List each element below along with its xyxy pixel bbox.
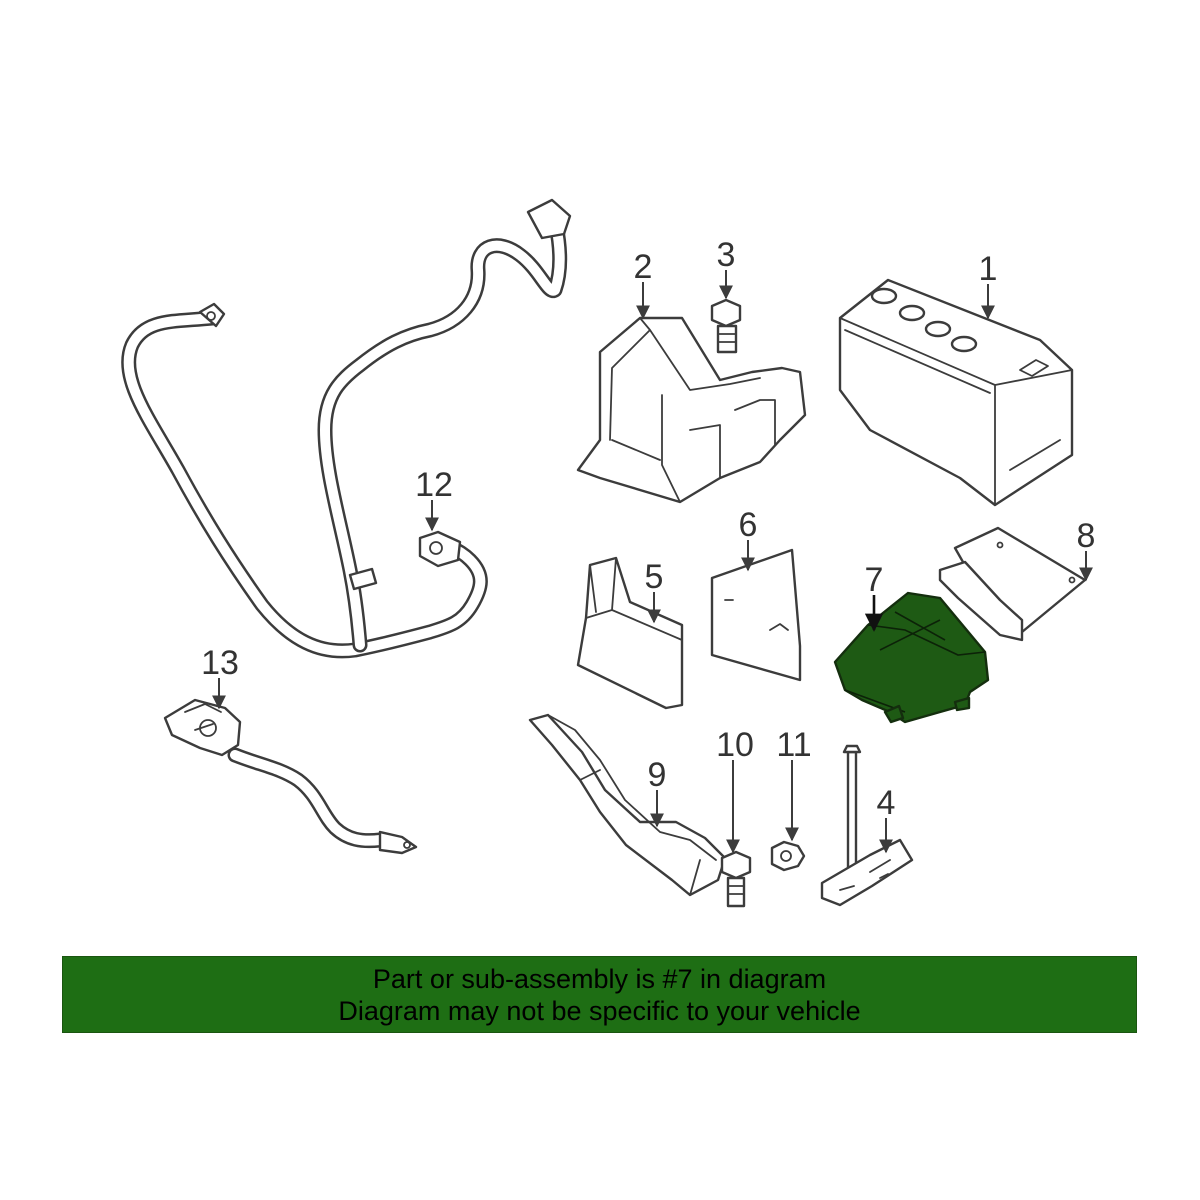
negative-battery-cable — [163, 698, 418, 855]
tray-bolt — [710, 298, 742, 354]
callout-9: 9 — [648, 756, 667, 794]
callout-13: 13 — [201, 644, 239, 682]
callout-4: 4 — [877, 784, 896, 822]
leader-lines — [212, 270, 1093, 854]
heat-shield-6 — [710, 548, 802, 682]
callout-11: 11 — [776, 726, 811, 764]
hold-down-clamp-4 — [820, 744, 914, 907]
bracket-5 — [576, 556, 684, 710]
banner-line-1: Part or sub-assembly is #7 in diagram — [372, 963, 827, 994]
bracket-9 — [528, 713, 727, 897]
banner-line-2: Diagram may not be specific to your vehi… — [338, 995, 861, 1026]
callout-1: 1 — [979, 250, 998, 288]
nut-11 — [770, 840, 806, 872]
battery — [838, 278, 1074, 507]
callout-5: 5 — [645, 558, 664, 596]
callout-7: 7 — [865, 561, 884, 599]
callout-2: 2 — [634, 248, 653, 286]
callout-3: 3 — [717, 236, 736, 274]
bolt-10 — [720, 850, 752, 908]
callout-12: 12 — [415, 466, 453, 504]
battery-tray — [576, 316, 807, 504]
mounting-plate-8 — [938, 526, 1087, 642]
callout-labels: 1 2 3 4 5 6 7 8 9 10 11 12 13 — [201, 236, 1095, 822]
ground-cable-terminal — [418, 530, 462, 568]
callout-6: 6 — [739, 506, 758, 544]
positive-battery-cable — [121, 198, 572, 659]
part-info-banner: Part or sub-assembly is #7 in diagram Di… — [62, 956, 1137, 1033]
callout-8: 8 — [1077, 517, 1096, 555]
callout-10: 10 — [716, 726, 754, 764]
battery-cover-7-highlighted — [833, 591, 990, 724]
